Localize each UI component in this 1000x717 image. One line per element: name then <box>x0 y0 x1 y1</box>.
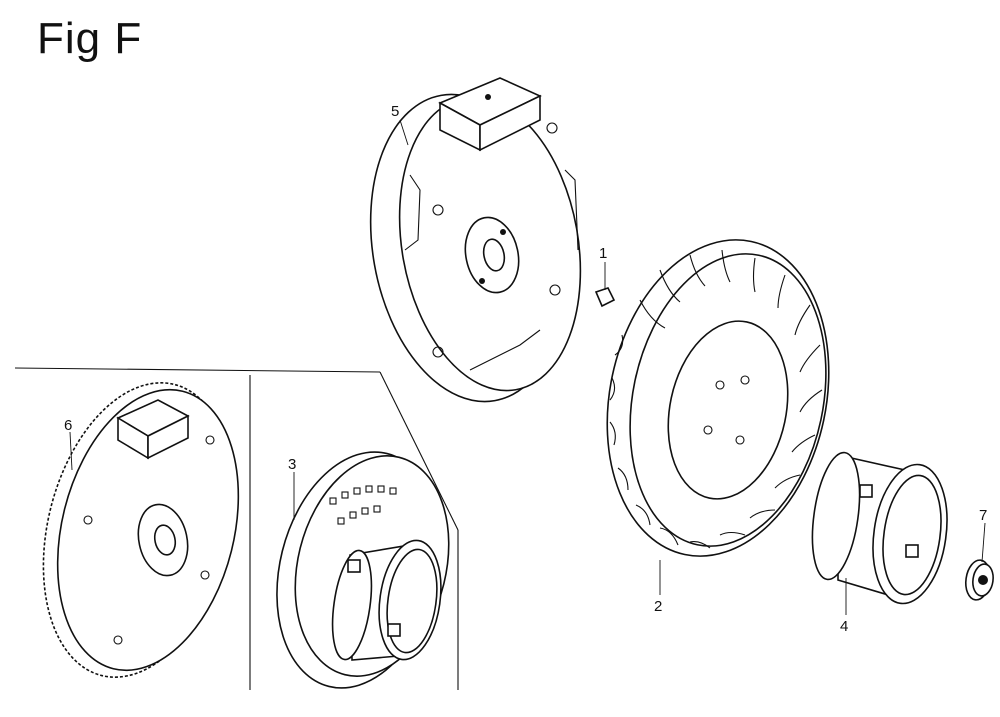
part-label-4: 4 <box>840 618 848 635</box>
leader-lines <box>69 119 986 615</box>
part-label-1: 1 <box>599 245 607 262</box>
part-2-cooling-fan <box>606 239 830 557</box>
part-7-flange-nut <box>964 559 994 601</box>
part-1-woodruff-key <box>594 287 616 308</box>
part-label-3: 3 <box>288 456 296 473</box>
part-label-7: 7 <box>979 507 987 524</box>
part-label-2: 2 <box>654 598 662 615</box>
part-3-starter-cup <box>276 451 450 689</box>
section-dividers <box>14 367 459 690</box>
part-6-flywheel-ring-gear <box>42 382 240 678</box>
part-5-flywheel-cover <box>369 77 582 403</box>
part-4-starter-pulley <box>811 451 948 605</box>
figure-title: Fig F <box>37 14 143 63</box>
part-label-5: 5 <box>391 103 399 120</box>
part-label-6: 6 <box>64 417 72 434</box>
part-number-labels: 1 2 3 4 5 6 7 <box>64 103 987 635</box>
